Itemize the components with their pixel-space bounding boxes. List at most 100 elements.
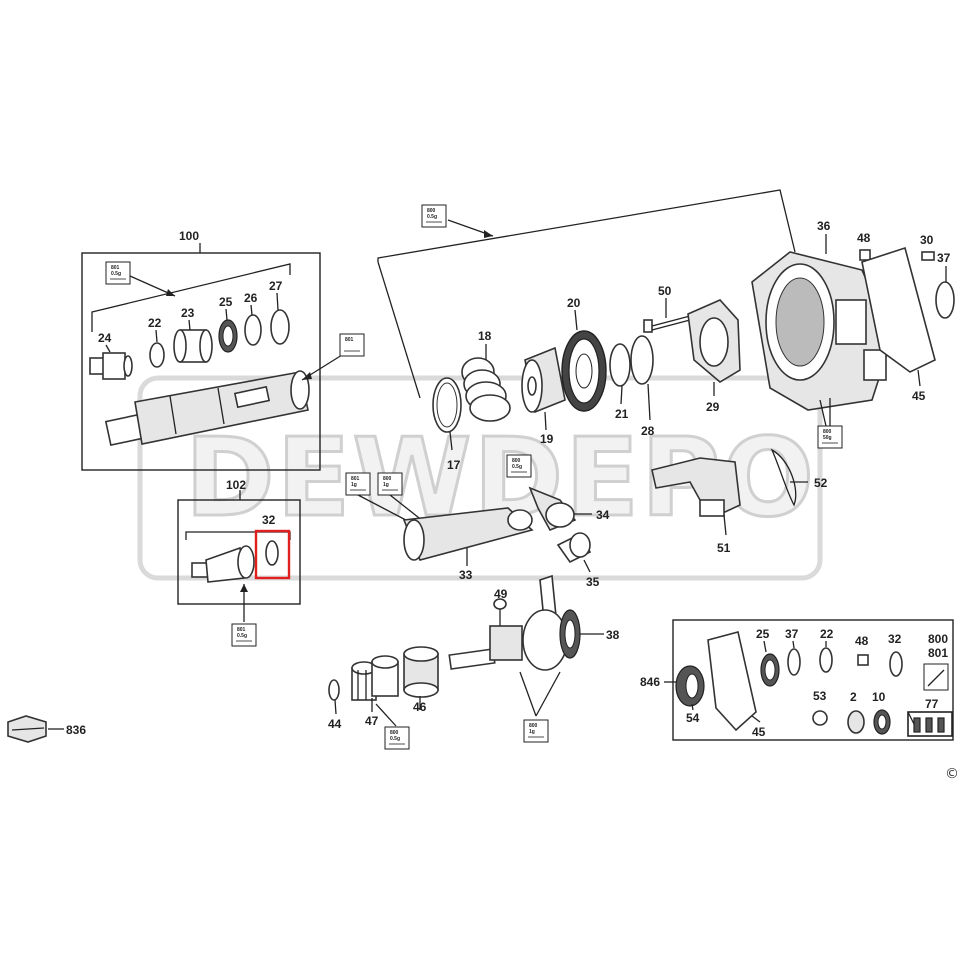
- part-18: [461, 357, 511, 422]
- label-33: 33: [459, 568, 473, 582]
- spindle-assembly: [104, 370, 310, 447]
- label-38: 38: [606, 628, 620, 642]
- assembly-100-box: [81, 252, 321, 471]
- label-100: 100: [179, 229, 199, 243]
- part-38: [448, 574, 581, 671]
- label-49: 49: [494, 587, 508, 601]
- grease-tag-2: 800 0.5g: [421, 204, 447, 228]
- part-27: [270, 309, 290, 345]
- label-48: 48: [857, 231, 871, 245]
- gear-group: 17 18 19 20 21: [377, 189, 796, 472]
- label-10: 10: [872, 690, 886, 704]
- shift-group: 51 52: [651, 448, 828, 555]
- part-48b: [857, 654, 869, 666]
- label-836: 836: [66, 723, 86, 737]
- part-29: [687, 299, 741, 383]
- label-19: 19: [540, 432, 554, 446]
- label-53: 53: [813, 689, 827, 703]
- grease-tag-6: 800 1g: [377, 472, 403, 496]
- assembly-102-box: [177, 499, 301, 605]
- label-44: 44: [328, 717, 342, 731]
- label-26: 26: [244, 291, 258, 305]
- svg-text:800: 800: [512, 458, 521, 464]
- part-37: [935, 281, 955, 319]
- part-50: [643, 315, 691, 333]
- part-53: [812, 710, 828, 726]
- part-2: [847, 710, 865, 734]
- label-25: 25: [219, 295, 233, 309]
- svg-text:801: 801: [351, 476, 360, 482]
- label-25b: 25: [756, 627, 770, 641]
- service-kit-box: [672, 619, 954, 741]
- part-32b: [889, 651, 903, 677]
- label-22b: 22: [820, 627, 834, 641]
- part-26: [244, 314, 262, 346]
- part-45: [861, 246, 936, 373]
- copyright-symbol: ©: [945, 766, 959, 782]
- part-46: [403, 646, 439, 698]
- part-21: [609, 343, 631, 387]
- label-50: 50: [658, 284, 672, 298]
- label-47: 47: [365, 714, 379, 728]
- part-77: [907, 711, 953, 737]
- part-45b: [707, 631, 757, 732]
- svg-text:0.5g: 0.5g: [427, 214, 437, 220]
- grease-tag-10: 800 1g: [523, 719, 549, 743]
- label-801: 801: [928, 646, 948, 660]
- label-29: 29: [706, 400, 720, 414]
- svg-text:1g: 1g: [529, 729, 535, 735]
- grease-tube-icon: [923, 663, 949, 691]
- label-17: 17: [447, 458, 461, 472]
- part-19: [521, 346, 566, 414]
- label-77: 77: [925, 697, 939, 711]
- grease-tag-3: 801: [339, 333, 365, 357]
- label-51: 51: [717, 541, 731, 555]
- label-35: 35: [586, 575, 600, 589]
- label-54: 54: [686, 711, 700, 725]
- svg-text:800: 800: [823, 429, 832, 435]
- label-34: 34: [596, 508, 610, 522]
- part-52: [770, 448, 797, 507]
- part-846: [675, 665, 705, 707]
- svg-text:801: 801: [237, 627, 246, 633]
- part-22: [149, 342, 165, 368]
- label-30: 30: [920, 233, 934, 247]
- svg-text:50g: 50g: [823, 435, 832, 441]
- part-28: [630, 335, 654, 385]
- part-37b: [787, 648, 801, 676]
- drive-group: 49 38 44 47: [328, 574, 620, 731]
- part-44: [328, 679, 340, 701]
- assembly-100-group: 100 24 22 23 25 26: [81, 229, 343, 471]
- label-22: 22: [148, 316, 162, 330]
- grease-tag-8: 800 50g: [817, 425, 843, 449]
- lever-group: 33 34 35: [357, 486, 610, 589]
- label-102: 102: [226, 478, 246, 492]
- label-28: 28: [641, 424, 655, 438]
- svg-text:801: 801: [345, 337, 354, 343]
- grease-tag-5: 801 1g: [345, 472, 371, 496]
- svg-text:801: 801: [111, 265, 120, 271]
- label-846: 846: [640, 675, 660, 689]
- label-45b: 45: [752, 725, 766, 739]
- label-27: 27: [269, 279, 283, 293]
- label-52: 52: [814, 476, 828, 490]
- label-36: 36: [817, 219, 831, 233]
- assembly-102-group: 102 32: [177, 478, 301, 622]
- part-34: [528, 486, 577, 532]
- label-24: 24: [98, 331, 112, 345]
- part-48: [859, 249, 871, 261]
- part-22b: [819, 647, 833, 673]
- part-33: [402, 507, 534, 561]
- label-37: 37: [937, 251, 951, 265]
- housing-group: 36 48 45 30 37: [751, 219, 955, 427]
- label-32: 32: [262, 513, 276, 527]
- label-37b: 37: [785, 627, 799, 641]
- grease-tag-1: 801 0.5g: [105, 261, 131, 285]
- part-30: [921, 251, 935, 261]
- grease-tag-9: 800 0.5g: [384, 726, 410, 750]
- part-102-shaft: [191, 545, 255, 583]
- label-32b: 32: [888, 632, 902, 646]
- service-kit-group: 846 54 45 25 37 22 48 32 800 801: [640, 619, 954, 741]
- svg-text:0.5g: 0.5g: [237, 633, 247, 639]
- part-23: [173, 329, 213, 363]
